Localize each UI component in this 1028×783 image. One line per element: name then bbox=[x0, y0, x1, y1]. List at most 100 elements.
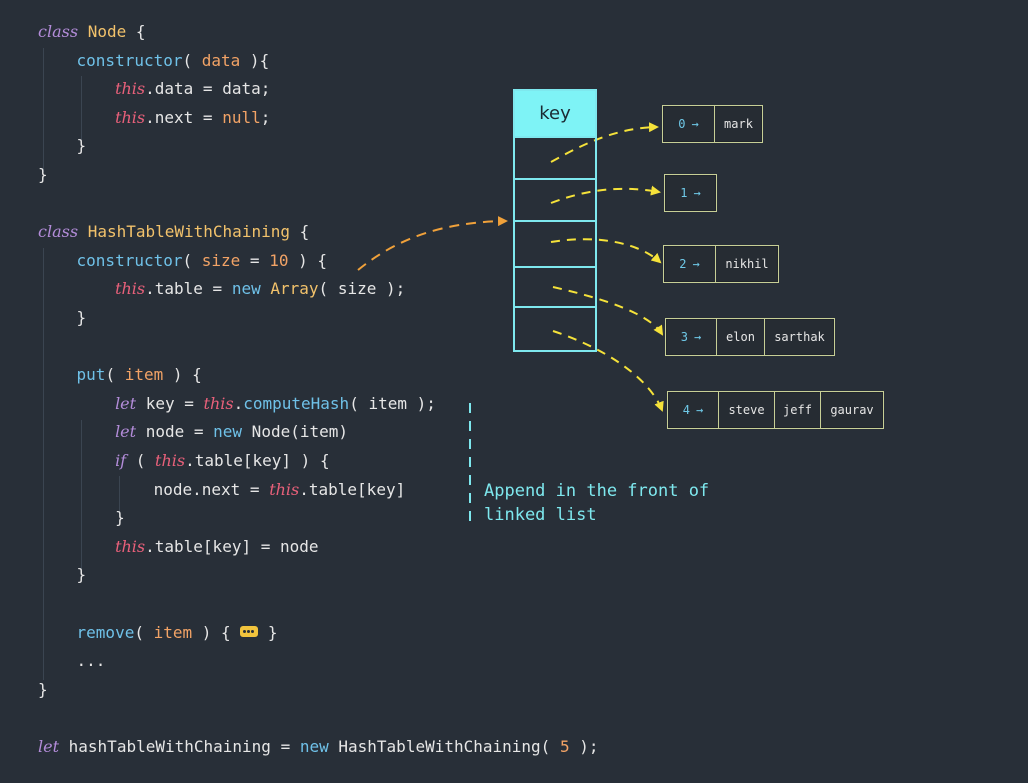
code-line: } bbox=[38, 304, 87, 332]
code-token: constructor bbox=[76, 251, 183, 270]
code-token: Node bbox=[87, 22, 127, 41]
code-token: .data = data; bbox=[145, 79, 271, 98]
code-token bbox=[38, 422, 115, 441]
code-line: put( item ) { bbox=[38, 361, 202, 389]
code-line: ... bbox=[38, 647, 106, 675]
code-token bbox=[38, 565, 77, 584]
code-token: ){ bbox=[240, 51, 270, 70]
code-token: put bbox=[76, 365, 106, 384]
code-token: class bbox=[38, 222, 79, 241]
code-token bbox=[38, 623, 77, 642]
hash-table-array: key bbox=[513, 89, 597, 352]
code-token: this bbox=[115, 79, 146, 98]
code-token: .next = bbox=[145, 108, 223, 127]
code-line: class HashTableWithChaining { bbox=[38, 218, 309, 246]
code-token: .table[key] ) { bbox=[185, 451, 330, 470]
code-token: .table = bbox=[145, 279, 232, 298]
code-token: ) { bbox=[288, 251, 327, 270]
code-token bbox=[38, 537, 115, 556]
code-token: this bbox=[203, 394, 234, 413]
code-token: Node(item) bbox=[242, 422, 349, 441]
code-token: computeHash bbox=[243, 394, 350, 413]
code-token bbox=[38, 508, 115, 527]
linked-list-2: 2→nikhil bbox=[663, 245, 779, 283]
code-line: if ( this.table[key] ) { bbox=[38, 447, 330, 475]
indent-guide bbox=[43, 48, 44, 172]
code-token: = bbox=[240, 251, 270, 270]
right-arrow-icon: → bbox=[693, 186, 701, 200]
list-node: gaurav bbox=[820, 392, 883, 428]
code-token bbox=[38, 365, 77, 384]
code-token bbox=[38, 451, 115, 470]
code-token: ( item ); bbox=[349, 394, 436, 413]
code-line: this.next = null; bbox=[38, 104, 270, 132]
list-index-cell: 3→ bbox=[666, 319, 716, 355]
code-token: ( bbox=[182, 251, 202, 270]
list-index-cell: 0→ bbox=[663, 106, 714, 142]
linked-list-0: 0→mark bbox=[662, 105, 763, 143]
code-token: .table[key] = node bbox=[145, 537, 319, 556]
code-line: node.next = this.table[key] bbox=[38, 476, 406, 504]
right-arrow-icon: → bbox=[696, 403, 704, 417]
code-token: ( bbox=[182, 51, 202, 70]
code-token: ); bbox=[569, 737, 599, 756]
code-token: null bbox=[222, 108, 261, 127]
code-token: HashTableWithChaining( bbox=[328, 737, 560, 756]
list-index: 3 bbox=[680, 330, 688, 344]
code-token: } bbox=[76, 565, 87, 584]
collapsed-code-icon[interactable] bbox=[240, 626, 259, 637]
list-node: jeff bbox=[774, 392, 820, 428]
code-token: item bbox=[153, 623, 193, 642]
code-token bbox=[38, 251, 77, 270]
list-node: elon bbox=[716, 319, 764, 355]
code-line: constructor( data ){ bbox=[38, 47, 270, 75]
code-token: this bbox=[115, 108, 146, 127]
list-index: 1 bbox=[680, 186, 688, 200]
code-line: let hashTableWithChaining = new HashTabl… bbox=[38, 733, 598, 761]
code-token: this bbox=[155, 451, 186, 470]
code-token bbox=[38, 279, 115, 298]
code-token: new bbox=[299, 737, 329, 756]
code-token: ( bbox=[126, 451, 156, 470]
code-token: 5 bbox=[559, 737, 570, 756]
code-token: ) { bbox=[163, 365, 202, 384]
code-token bbox=[38, 136, 77, 155]
code-token: HashTableWithChaining bbox=[87, 222, 290, 241]
code-line: let node = new Node(item) bbox=[38, 418, 348, 446]
code-line: class Node { bbox=[38, 18, 145, 46]
code-token: . bbox=[233, 394, 244, 413]
code-token bbox=[261, 279, 271, 298]
code-token: key = bbox=[136, 394, 204, 413]
code-token: } bbox=[76, 308, 87, 327]
code-token: ( size ); bbox=[318, 279, 406, 298]
code-token: .table[key] bbox=[299, 480, 406, 499]
code-token: new bbox=[231, 279, 261, 298]
code-token: remove bbox=[76, 623, 135, 642]
code-token: } bbox=[38, 680, 48, 699]
code-token: new bbox=[213, 422, 243, 441]
code-line: this.data = data; bbox=[38, 75, 270, 103]
linked-list-1: 1→ bbox=[664, 174, 717, 212]
array-slot bbox=[515, 306, 595, 308]
code-line: } bbox=[38, 132, 87, 160]
list-node: steve bbox=[718, 392, 774, 428]
indent-guide bbox=[43, 248, 44, 680]
code-line: constructor( size = 10 ) { bbox=[38, 247, 327, 275]
code-token: data bbox=[201, 51, 241, 70]
note-line: linked list bbox=[484, 505, 597, 525]
code-line: } bbox=[38, 161, 48, 189]
array-slot bbox=[515, 220, 595, 222]
code-token: this bbox=[115, 279, 146, 298]
code-token bbox=[38, 79, 115, 98]
array-slot bbox=[515, 178, 595, 180]
code-token bbox=[78, 22, 88, 41]
code-token: class bbox=[38, 22, 79, 41]
code-token: { bbox=[126, 22, 146, 41]
code-token: constructor bbox=[76, 51, 183, 70]
indent-guide bbox=[119, 476, 120, 514]
right-arrow-icon: → bbox=[692, 257, 700, 271]
code-token bbox=[78, 222, 88, 241]
